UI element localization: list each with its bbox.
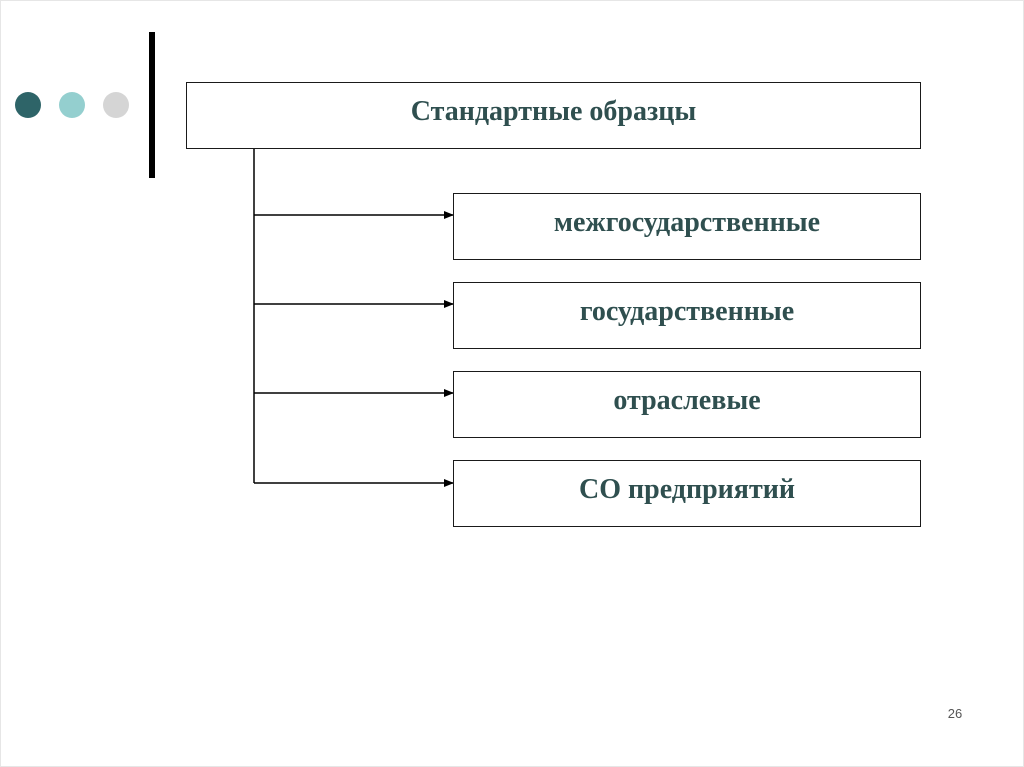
child-node-industry: отраслевые (453, 371, 921, 438)
child-node-enterprise: СО предприятий (453, 460, 921, 527)
child-node-label: межгосударственные (553, 206, 821, 238)
child-node-state: государственные (453, 282, 921, 349)
decor-dot-dark (15, 92, 41, 118)
child-node-label: государственные (579, 295, 795, 327)
decor-vertical-bar (149, 32, 155, 178)
page-number: 26 (947, 706, 963, 721)
decor-dot-teal (59, 92, 85, 118)
child-node-label: отраслевые (613, 384, 761, 416)
root-node: Стандартные образцы (186, 82, 921, 149)
child-node-label: СО предприятий (579, 473, 795, 505)
decor-dot-light (103, 92, 129, 118)
child-node-interstate: межгосударственные (453, 193, 921, 260)
root-node-label: Стандартные образцы (410, 95, 697, 127)
